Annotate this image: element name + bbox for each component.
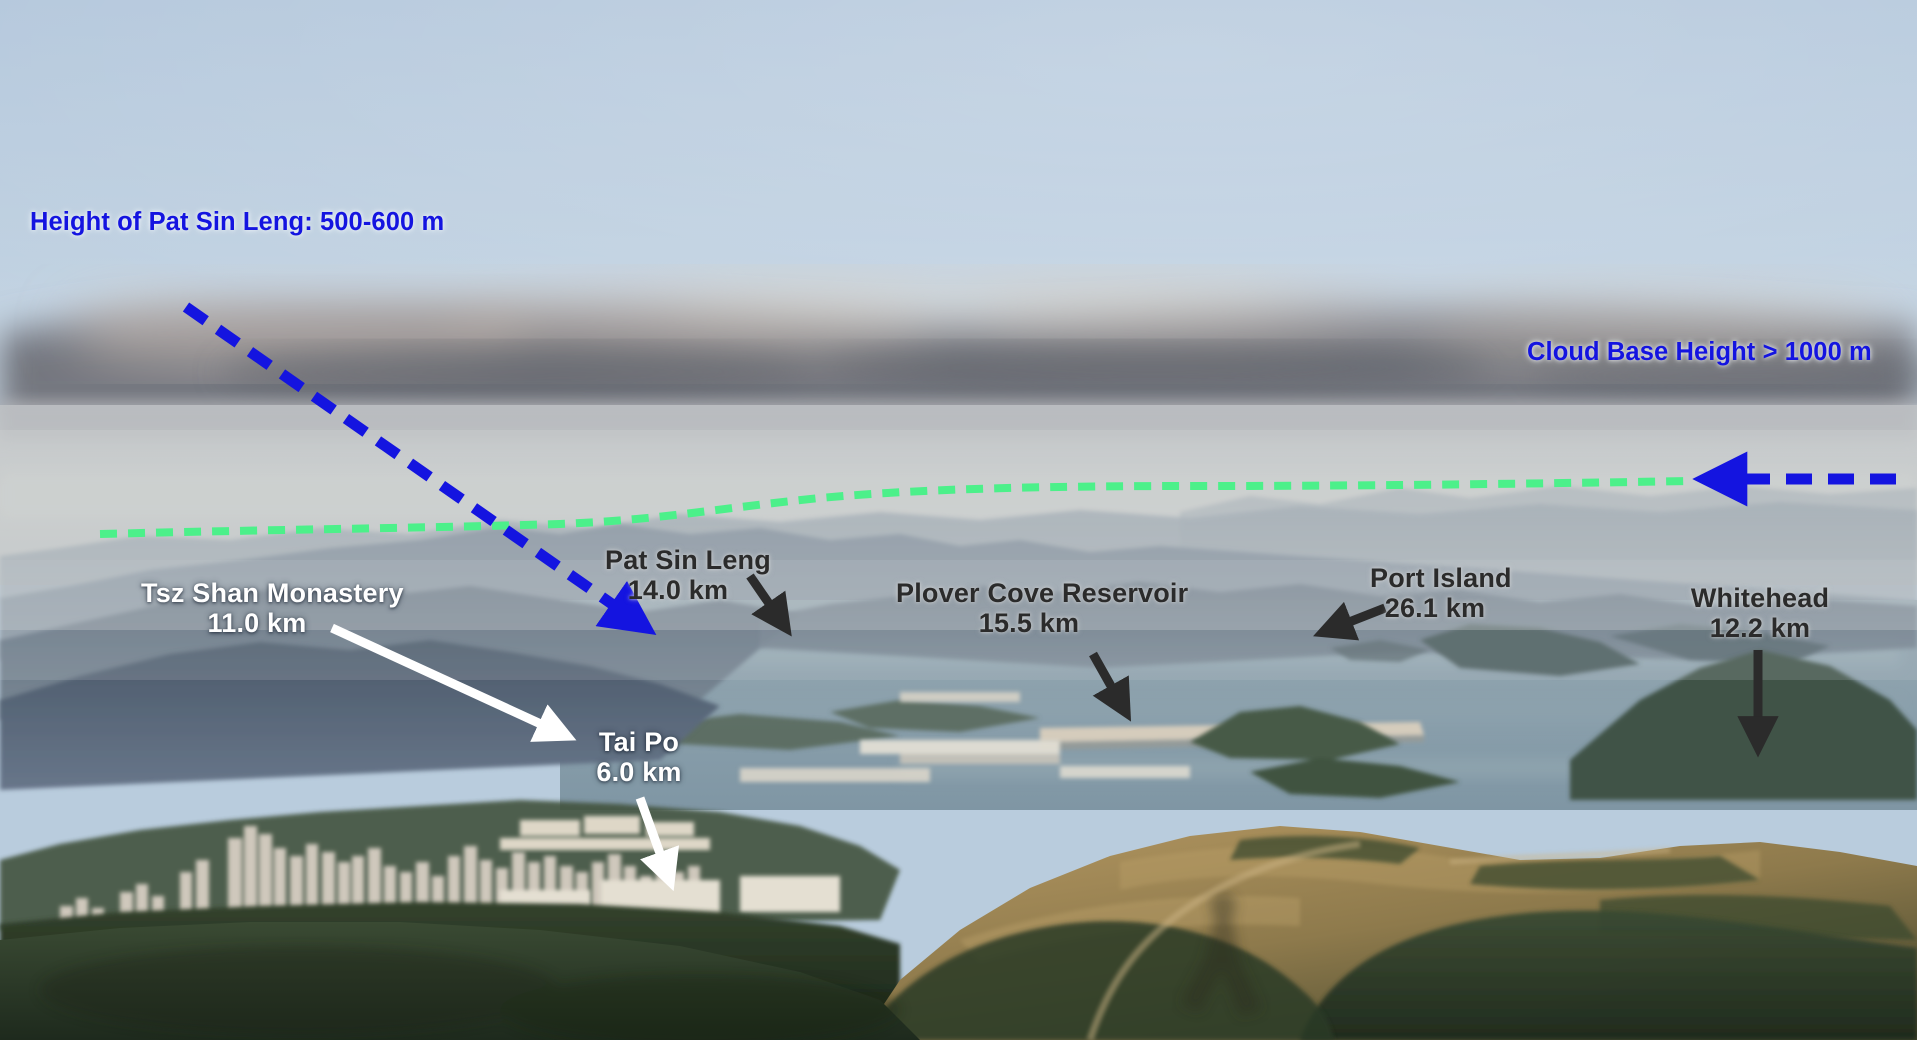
- dark-arrow-port-island: [1313, 601, 1387, 641]
- plover-cove-reservoir-distance: 15.5 km: [978, 608, 1080, 639]
- white-arrow-tai-po: [635, 796, 680, 892]
- label-port-island: Port Island 26.1 km: [1370, 563, 1512, 624]
- label-height-pat-sin-leng: Height of Pat Sin Leng: 500-600 m: [30, 208, 444, 237]
- observer-shadow: [1180, 893, 1262, 1016]
- whitehead-distance: 12.2 km: [1709, 613, 1811, 644]
- dark-arrow-plover-cove: [1089, 651, 1132, 722]
- cloud-base-height-text: Cloud Base Height > 1000 m: [1527, 338, 1872, 366]
- ridge-near-left: [0, 640, 720, 790]
- height-pat-sin-leng-text: Height of Pat Sin Leng: 500-600 m: [30, 208, 445, 236]
- tai-po-name: Tai Po: [598, 727, 680, 757]
- dark-arrow-pat-sin-leng: [746, 573, 792, 637]
- port-island-name: Port Island: [1370, 563, 1512, 593]
- blue-dashed-arrow-pat-sin-leng: [182, 302, 657, 635]
- label-tai-po: Tai Po 6.0 km: [594, 727, 684, 787]
- cloud-warm-highlights: [70, 274, 1900, 374]
- tsz-shan-monastery-distance: 11.0 km: [207, 608, 307, 639]
- label-tsz-shan-monastery: Tsz Shan Monastery 11.0 km: [141, 578, 404, 639]
- tsz-shan-monastery-name: Tsz Shan Monastery: [141, 578, 404, 608]
- white-arrow-tsz-shan-monastery: [330, 623, 577, 742]
- cloud-dark-wisps: [220, 344, 1917, 398]
- green-dashed-cloud-base-line: [99, 477, 1691, 538]
- tai-po-distance: 6.0 km: [596, 757, 682, 788]
- pat-sin-leng-name: Pat Sin Leng: [605, 545, 771, 575]
- whitehead-name: Whitehead: [1690, 583, 1830, 613]
- label-pat-sin-leng: Pat Sin Leng 14.0 km: [605, 545, 771, 606]
- label-cloud-base-height: Cloud Base Height > 1000 m: [1527, 338, 1872, 367]
- label-whitehead: Whitehead 12.2 km: [1690, 583, 1830, 643]
- harbour-islands: [640, 624, 1830, 798]
- port-island-distance: 26.1 km: [1384, 593, 1486, 624]
- foreground-ridge: [0, 826, 1917, 1040]
- pat-sin-leng-distance: 14.0 km: [627, 575, 729, 606]
- label-plover-cove-reservoir: Plover Cove Reservoir 15.5 km: [896, 578, 1189, 639]
- plover-cove-reservoir-name: Plover Cove Reservoir: [896, 578, 1189, 608]
